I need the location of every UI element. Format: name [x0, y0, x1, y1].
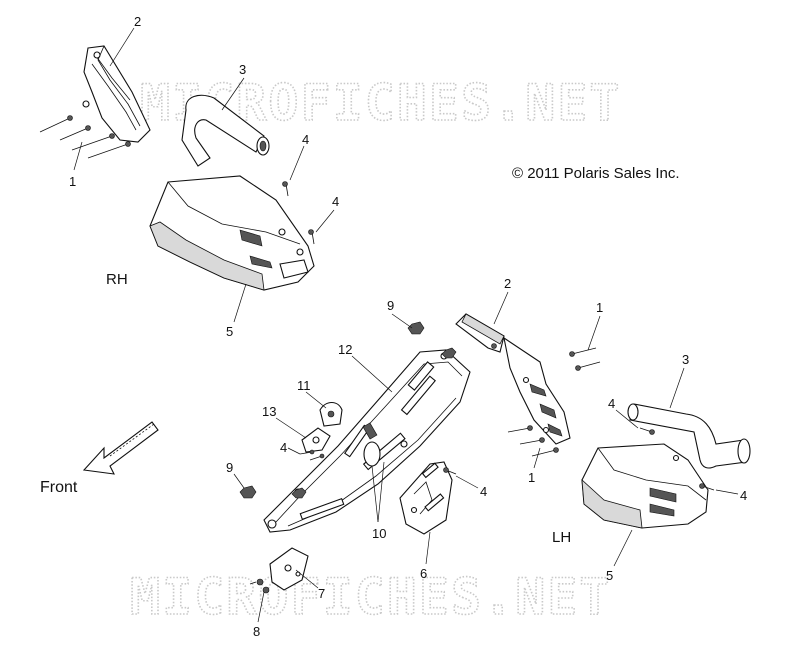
lh-part-5-housing [581, 443, 709, 529]
lh-part-3-tube [627, 403, 751, 469]
callout-lh-2: 2 [504, 276, 511, 291]
callout-9a: 9 [387, 298, 394, 313]
lh-4b-leader [715, 489, 739, 495]
callout-12: 12 [338, 342, 352, 357]
callout-rh-4b: 4 [332, 194, 339, 209]
callout-8: 8 [253, 624, 260, 639]
rh-2-leader [109, 27, 135, 67]
rh-4a-leader [289, 145, 305, 181]
c-11-leader [305, 391, 327, 409]
c-13-leader [275, 417, 307, 439]
c-4-leader [287, 447, 301, 455]
lh-1b-leader [533, 447, 541, 469]
c-6-leader [425, 531, 431, 565]
lh-4a-leader [615, 409, 639, 429]
lh-5-leader [613, 529, 633, 567]
c-9a-leader [391, 313, 413, 329]
rh-1-leader [73, 141, 83, 171]
callout-lh-4a: 4 [608, 396, 615, 411]
lh-3-leader [669, 367, 685, 409]
c-4c-leader [455, 475, 479, 489]
c-12-leader [351, 355, 393, 393]
part-11-bracket [319, 401, 343, 427]
callout-rh-1: 1 [69, 174, 76, 189]
callout-lh-5: 5 [606, 568, 613, 583]
front-arrow [82, 421, 159, 475]
callout-7: 7 [318, 586, 325, 601]
part-8-fasteners [249, 578, 270, 594]
callout-11: 11 [297, 378, 311, 393]
rh-part-5-housing [149, 175, 315, 291]
lh-2-leader [493, 291, 509, 325]
callout-6: 6 [420, 566, 427, 581]
lh-part-4-bolts [639, 427, 715, 491]
rh-4b-leader [315, 209, 335, 233]
c-8-leader [257, 591, 265, 623]
part-4-near-6-bolt [443, 467, 457, 475]
callout-10: 10 [372, 526, 386, 541]
callout-lh-1a: 1 [596, 300, 603, 315]
c-10-leader-a [371, 465, 379, 523]
label-lh: LH [552, 529, 571, 546]
lh-part-1-bolts [507, 347, 601, 457]
rh-3-leader [221, 77, 245, 111]
lh-heat-shield [503, 336, 571, 445]
part-4-center-bolts [299, 449, 325, 461]
callout-4-near-6: 4 [480, 484, 487, 499]
rh-part-2-shield [82, 45, 151, 143]
callout-rh-3: 3 [239, 62, 246, 77]
part-9-nuts [239, 321, 457, 499]
c-9b-leader [233, 473, 245, 489]
rh-part-4-bolts [282, 181, 315, 245]
c-7-leader [295, 569, 319, 589]
callout-rh-2: 2 [134, 14, 141, 29]
callout-9b: 9 [226, 460, 233, 475]
c-10-leader-b [377, 461, 385, 523]
lh-1a-leader [587, 315, 601, 351]
callout-rh-4a: 4 [302, 132, 309, 147]
copyright-text: © 2011 Polaris Sales Inc. [512, 165, 680, 182]
front-label: Front [40, 479, 78, 496]
callout-lh-4b: 4 [740, 488, 747, 503]
callout-rh-5: 5 [226, 324, 233, 339]
rh-part-1-bolts [39, 115, 131, 159]
part-7-mount [269, 547, 309, 591]
lh-part-2-strip [455, 313, 505, 353]
callout-lh-3: 3 [682, 352, 689, 367]
watermark-bottom: MICROFICHES.NET [130, 568, 612, 626]
rh-5-leader [233, 283, 247, 323]
part-13-clip [301, 427, 331, 453]
callout-13: 13 [262, 404, 276, 419]
rh-part-3-tube [181, 94, 270, 167]
callout-lh-1b: 1 [528, 470, 535, 485]
callout-4-center: 4 [280, 440, 287, 455]
part-6-bracket [399, 461, 453, 535]
label-rh: RH [106, 271, 128, 288]
